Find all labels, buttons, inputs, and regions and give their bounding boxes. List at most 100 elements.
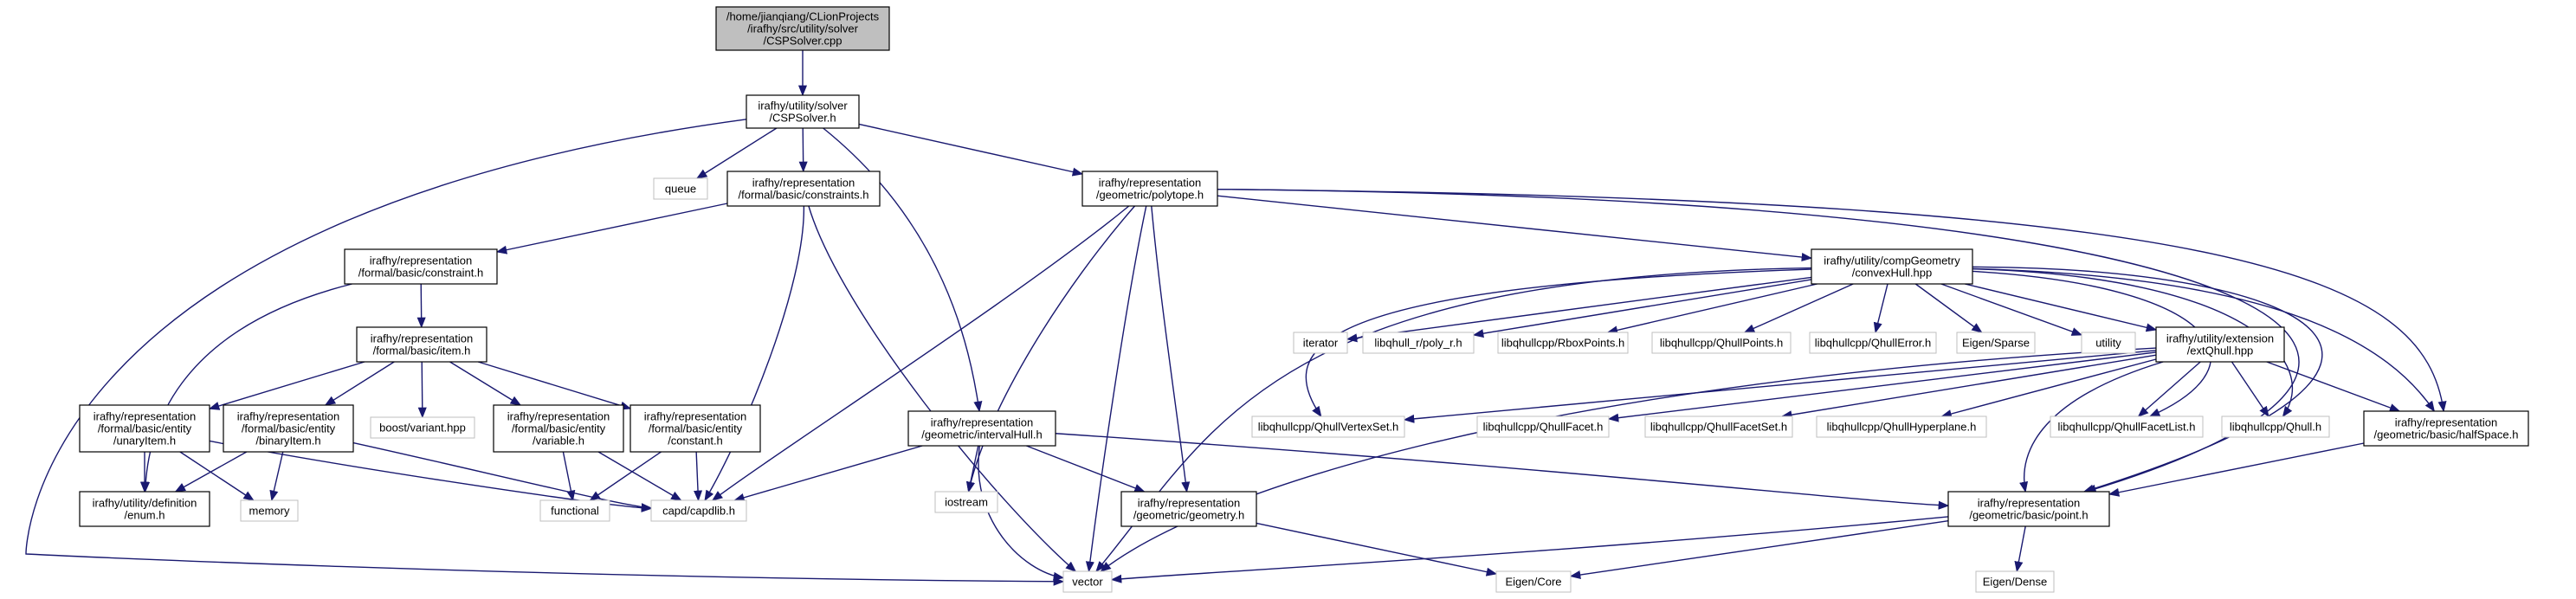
node-qhullvertexset[interactable]: libqhullcpp/QhullVertexSet.h xyxy=(1251,415,1405,438)
include-edge-cspsolver_h-to-vector xyxy=(25,119,1065,586)
include-edge-unaryitem_h-to-memory xyxy=(179,451,255,501)
node-eigen-dense[interactable]: Eigen/Dense xyxy=(1975,570,2055,593)
node-halfspace-h[interactable]: irafhy/representation/geometric/basic/ha… xyxy=(2363,410,2529,447)
include-edge-geometry_h-to-eigen_core xyxy=(1256,522,1498,576)
node-label: libqhullcpp/QhullVertexSet.h xyxy=(1258,421,1399,434)
node-vector[interactable]: vector xyxy=(1062,570,1113,593)
node-label: libqhullcpp/QhullFacet.h xyxy=(1483,421,1604,434)
include-edge-constraints_h-to-constraint_h xyxy=(495,203,728,254)
node-intervalhull-h[interactable]: irafhy/representation/geometric/interval… xyxy=(907,410,1056,447)
include-edge-point_h-to-eigen_dense xyxy=(2014,525,2026,573)
node-box xyxy=(539,499,610,522)
node-point-h[interactable]: irafhy/representation/geometric/basic/po… xyxy=(1947,491,2110,527)
node-extqhull-hpp[interactable]: irafhy/utility/extension/extQhull.hpp xyxy=(2155,326,2285,363)
node-rboxpoints[interactable]: libqhullcpp/RboxPoints.h xyxy=(1497,332,1629,354)
node-label: Eigen/Dense xyxy=(1983,576,2047,589)
include-edge-item_h-to-constant_h xyxy=(477,361,632,410)
node-qhullfacetlist[interactable]: libqhullcpp/QhullFacetList.h xyxy=(2050,415,2204,438)
node-unaryitem-h[interactable]: irafhy/representation/formal/basic/entit… xyxy=(79,404,210,453)
node-cspsolver-cpp[interactable]: /home/jianqiang/CLionProjects/irafhy/src… xyxy=(715,6,890,51)
node-label: irafhy/representation xyxy=(1978,497,2081,510)
node-item-h[interactable]: irafhy/representation/formal/basic/item.… xyxy=(356,326,487,363)
include-edge-cspsolver_h-to-constraints_h xyxy=(798,127,808,173)
node-enum-h[interactable]: irafhy/utility/definition/enum.h xyxy=(79,491,210,527)
node-constraint-h[interactable]: irafhy/representation/formal/basic/const… xyxy=(344,248,498,285)
node-constraints-h[interactable]: irafhy/representation/formal/basic/const… xyxy=(726,171,881,207)
node-label: /constant.h xyxy=(668,435,723,448)
node-label: libqhullcpp/Qhull.h xyxy=(2230,421,2321,434)
node-box xyxy=(1956,332,2036,354)
node-qhullfacet[interactable]: libqhullcpp/QhullFacet.h xyxy=(1476,415,1610,438)
node-capdlib[interactable]: capd/capdlib.h xyxy=(650,499,747,522)
node-box xyxy=(1251,415,1405,438)
node-qhullpoints[interactable]: libqhullcpp/QhullPoints.h xyxy=(1651,332,1792,354)
node-memory[interactable]: memory xyxy=(240,499,299,522)
node-label: iterator xyxy=(1303,337,1339,350)
include-edge-binaryitem_h-to-enum_h xyxy=(174,451,248,493)
node-qhull-h[interactable]: libqhullcpp/Qhull.h xyxy=(2221,415,2330,438)
node-variable-h[interactable]: irafhy/representation/formal/basic/entit… xyxy=(493,404,624,453)
node-queue[interactable]: queue xyxy=(653,177,708,200)
node-label: irafhy/utility/solver xyxy=(758,100,848,113)
include-edge-cspsolver_h-to-polytope_h xyxy=(858,123,1084,177)
node-functional[interactable]: functional xyxy=(539,499,610,522)
node-label: irafhy/utility/definition xyxy=(93,497,197,510)
node-eigen-core[interactable]: Eigen/Core xyxy=(1495,570,1572,593)
node-label: irafhy/representation xyxy=(370,254,473,267)
node-label: /formal/basic/entity xyxy=(98,422,192,435)
node-geometry-h[interactable]: irafhy/representation/geometric/geometry… xyxy=(1120,491,1257,527)
node-eigen-sparse[interactable]: Eigen/Sparse xyxy=(1956,332,2036,354)
node-box xyxy=(1816,415,1987,438)
node-label: utility xyxy=(2095,337,2121,350)
include-edge-extqhull_hpp-to-halfspace_h xyxy=(2266,361,2401,412)
include-edge-intervalhull_h-to-vector xyxy=(978,445,1065,581)
include-edge-item_h-to-boost_variant xyxy=(417,361,427,419)
node-box xyxy=(240,499,299,522)
include-edge-constraints_h-to-capdlib xyxy=(704,205,805,502)
node-utility[interactable]: utility xyxy=(2081,332,2136,354)
dependency-nodes: /home/jianqiang/CLionProjects/irafhy/src… xyxy=(79,6,2529,593)
node-box xyxy=(2155,326,2285,363)
node-boost-variant[interactable]: boost/variant.hpp xyxy=(370,416,475,439)
node-label: /geometric/geometry.h xyxy=(1133,509,1244,522)
dependency-edges xyxy=(25,50,2447,586)
node-label: irafhy/representation xyxy=(2395,416,2498,429)
node-box xyxy=(653,177,708,200)
node-box xyxy=(2221,415,2330,438)
node-box xyxy=(79,404,210,453)
node-binaryitem-h[interactable]: irafhy/representation/formal/basic/entit… xyxy=(223,404,354,453)
node-qhullfacetset[interactable]: libqhullcpp/QhullFacetSet.h xyxy=(1644,415,1793,438)
node-label: irafhy/utility/compGeometry xyxy=(1824,254,1960,267)
node-constant-h[interactable]: irafhy/representation/formal/basic/entit… xyxy=(629,404,761,453)
node-box xyxy=(344,248,498,285)
node-qhullhyperplane[interactable]: libqhullcpp/QhullHyperplane.h xyxy=(1816,415,1987,438)
include-edge-convexhull_hpp-to-utility xyxy=(1940,283,2083,336)
node-label: irafhy/representation xyxy=(931,416,1034,429)
node-label: /enum.h xyxy=(125,509,165,522)
node-label: /formal/basic/entity xyxy=(649,422,743,435)
node-iostream[interactable]: iostream xyxy=(934,491,998,513)
include-edge-point_h-to-eigen_core xyxy=(1569,519,1949,580)
include-edge-convexhull_hpp-to-iterator xyxy=(1346,276,1812,343)
node-qhullerror[interactable]: libqhullcpp/QhullError.h xyxy=(1809,332,1937,354)
node-label: memory xyxy=(249,505,290,518)
node-libqhull-r[interactable]: libqhull_r/poly_r.h xyxy=(1362,332,1475,354)
node-label: capd/capdlib.h xyxy=(662,505,735,518)
include-edge-constraint_h-to-item_h xyxy=(416,283,426,329)
node-cspsolver-h[interactable]: irafhy/utility/solver/CSPSolver.h xyxy=(746,94,860,129)
node-convexhull-hpp[interactable]: irafhy/utility/compGeometry/convexHull.h… xyxy=(1811,248,1973,285)
node-label: /convexHull.hpp xyxy=(1852,267,1933,280)
node-iterator[interactable]: iterator xyxy=(1293,332,1348,354)
node-box xyxy=(629,404,761,453)
node-box xyxy=(907,410,1056,447)
node-label: irafhy/representation xyxy=(644,410,747,423)
node-label: /geometric/polytope.h xyxy=(1096,189,1204,202)
node-box xyxy=(1651,332,1792,354)
node-label: /geometric/intervalHull.h xyxy=(921,428,1042,441)
node-label: /CSPSolver.cpp xyxy=(763,35,842,48)
node-polytope-h[interactable]: irafhy/representation/geometric/polytope… xyxy=(1081,171,1218,207)
node-box xyxy=(1120,491,1257,527)
node-box xyxy=(1644,415,1793,438)
include-edge-constraint_h-to-enum_h xyxy=(141,283,352,493)
node-label: libqhullcpp/QhullFacetList.h xyxy=(2058,421,2196,434)
